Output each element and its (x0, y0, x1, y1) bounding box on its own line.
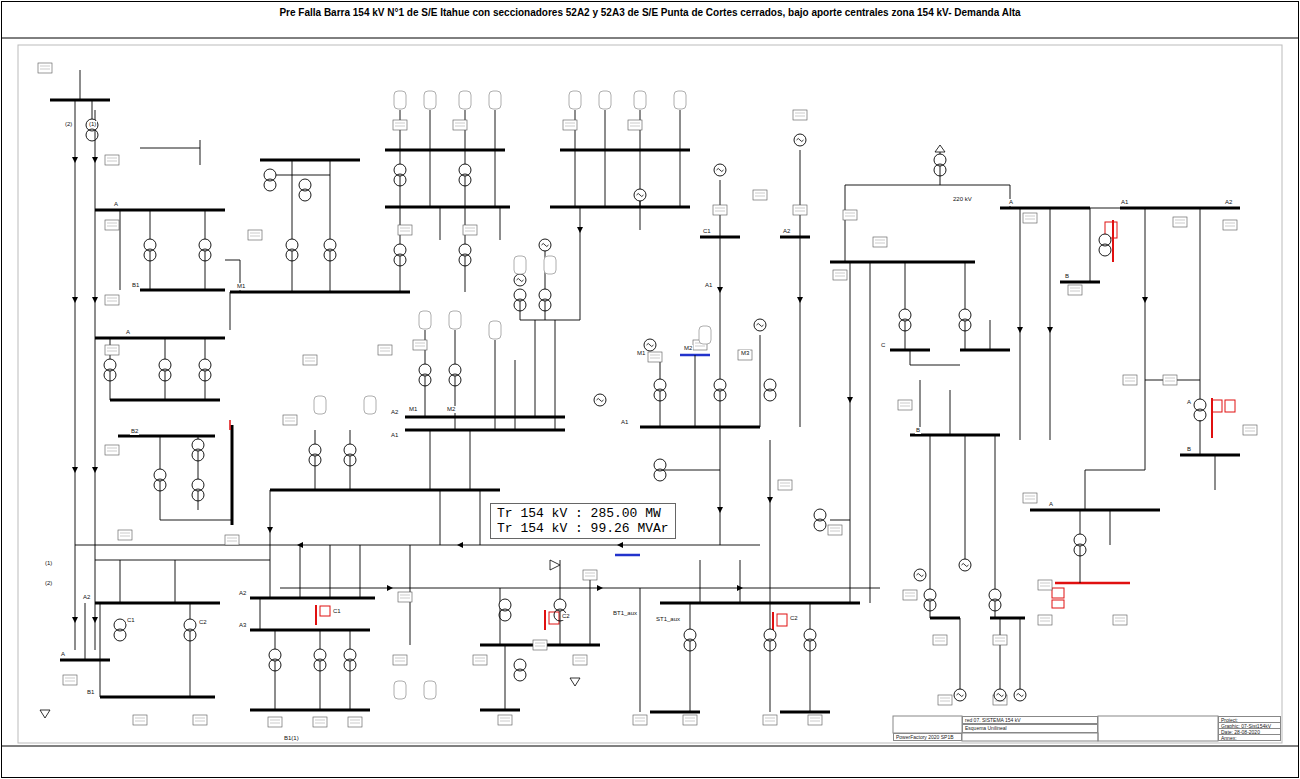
bus-label: A1 (1120, 199, 1129, 206)
bus-label: A (1186, 399, 1192, 406)
bus-label: C1 (332, 608, 342, 615)
box-text: Tr 154 kV : 99.26 MVAr (497, 521, 669, 536)
bus-label: M1 (636, 350, 646, 357)
title-block-cell: Annex: (1218, 734, 1281, 741)
bus-label: A1 (620, 419, 629, 426)
bus-label: M1 (408, 406, 418, 413)
bus-label: M1 (236, 283, 246, 290)
bus-label: C1 (126, 617, 136, 624)
bus-label: M2 (683, 345, 693, 352)
unit-icons (314, 91, 711, 699)
bus-label: B (1064, 273, 1070, 280)
bus-label: B1 (86, 689, 95, 696)
bus-label: B (915, 427, 921, 434)
box-text: Tr 154 kV : 285.00 MW (497, 506, 669, 521)
bus-label: C2 (561, 613, 571, 620)
feeder-lines (75, 70, 1215, 712)
bus-label: C2 (789, 615, 799, 622)
bus-label: BT1_aux (612, 610, 638, 617)
bus-label: ST1_aux (655, 616, 681, 623)
bus-label: A2 (390, 409, 399, 416)
bus-label: A1 (390, 432, 399, 439)
bus-label: A (125, 329, 131, 336)
bus-label: B1 (131, 282, 140, 289)
box-text: Esquema Unilineal (965, 725, 1095, 731)
flow-arrows (40, 145, 1148, 718)
bus-label: (2) (44, 580, 53, 587)
bus-label: A (60, 651, 66, 658)
bus-label: M2 (446, 406, 456, 413)
switches-and-result-boxes (38, 63, 1257, 727)
bus-label: 220 kV (952, 196, 973, 203)
bus-label: A2 (1224, 199, 1233, 206)
box-text: red 07. SISTEMA 154 kV (965, 717, 1095, 723)
bus-label: (2) (64, 121, 73, 128)
bus-label: C1 (702, 228, 712, 235)
title-block-cell: red 07. SISTEMA 154 kV (962, 716, 1098, 724)
bus-label: (1) (44, 560, 53, 567)
box-text: Annex: (1221, 735, 1278, 741)
bus-label: A1 (704, 282, 713, 289)
bus-label: B1(1) (283, 735, 300, 742)
busbars (50, 100, 1240, 712)
bus-label: A2 (782, 228, 791, 235)
bus-label: A (1008, 199, 1014, 206)
transformer-symbols (86, 119, 1206, 681)
bus-label: (1) (88, 121, 97, 128)
colored-elements (230, 220, 1235, 632)
bus-label: M3 (740, 350, 750, 357)
box-text: PowerFactory 2020 SP1B (896, 734, 959, 740)
bus-label: C2 (198, 619, 208, 626)
bus-label: A (1048, 501, 1054, 508)
title-block-cell: PowerFactory 2020 SP1B (893, 733, 962, 741)
bus-label: A (113, 201, 119, 208)
power-summary-box: Tr 154 kV : 285.00 MWTr 154 kV : 99.26 M… (490, 503, 676, 539)
bus-label: A2 (238, 590, 247, 597)
bus-label: C (880, 342, 886, 349)
generator-symbols (514, 134, 1026, 701)
title-block-cell: Esquema Unilineal (962, 724, 1098, 733)
bus-label: B (1186, 446, 1192, 453)
diagram-title: Pre Falla Barra 154 kV N°1 de S/E Itahue… (20, 6, 1280, 20)
bus-label: A3 (238, 622, 247, 629)
bus-label: A2 (82, 594, 91, 601)
bus-label: B2 (130, 428, 139, 435)
